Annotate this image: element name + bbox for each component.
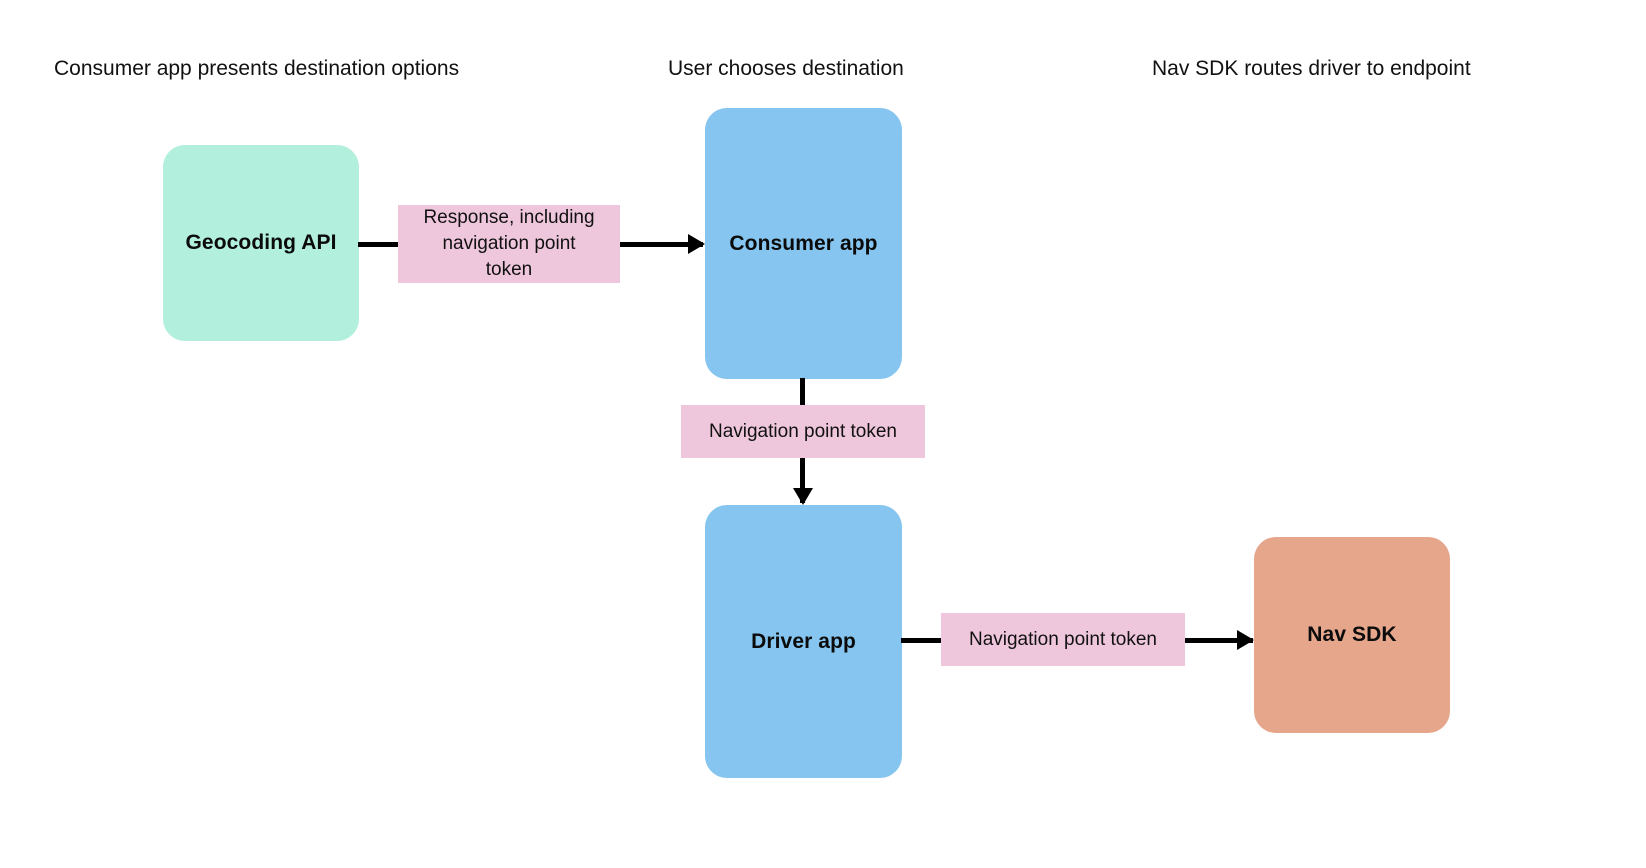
edge-label-line-3: token [485,259,533,280]
edge-label-consumer-to-driver: Navigation point token [681,405,925,458]
node-driver-app[interactable]: Driver app [705,505,902,778]
edge-label-line-1: Response, including [423,207,595,228]
column-header-consumer-app-presents: Consumer app presents destination option… [54,57,460,80]
arrowhead-driver-to-navsdk [1237,630,1254,650]
edge-label-driver-to-navsdk: Navigation point token [941,613,1185,666]
node-nav-sdk[interactable]: Nav SDK [1254,537,1450,733]
edge-label-consumer-to-driver-text: Navigation point token [708,420,897,442]
edge-label-driver-to-navsdk-text: Navigation point token [968,628,1157,650]
column-header-user-chooses-destination: User chooses destination [668,57,904,80]
node-consumer-app[interactable]: Consumer app [705,108,902,379]
node-geocoding-api[interactable]: Geocoding API [163,145,359,341]
arrowhead-consumer-to-driver [793,488,813,505]
node-nav-sdk-label: Nav SDK [1307,623,1397,646]
column-header-nav-sdk-routes-driver: Nav SDK routes driver to endpoint [1152,57,1471,80]
edge-label-line-2: navigation point [442,233,576,254]
node-consumer-app-label: Consumer app [729,231,878,255]
arrowhead-geocoding-to-consumer [688,234,705,254]
node-geocoding-api-label: Geocoding API [185,231,337,254]
node-driver-app-label: Driver app [751,629,856,653]
edge-label-geocoding-to-consumer: Response, including navigation point tok… [398,205,620,283]
